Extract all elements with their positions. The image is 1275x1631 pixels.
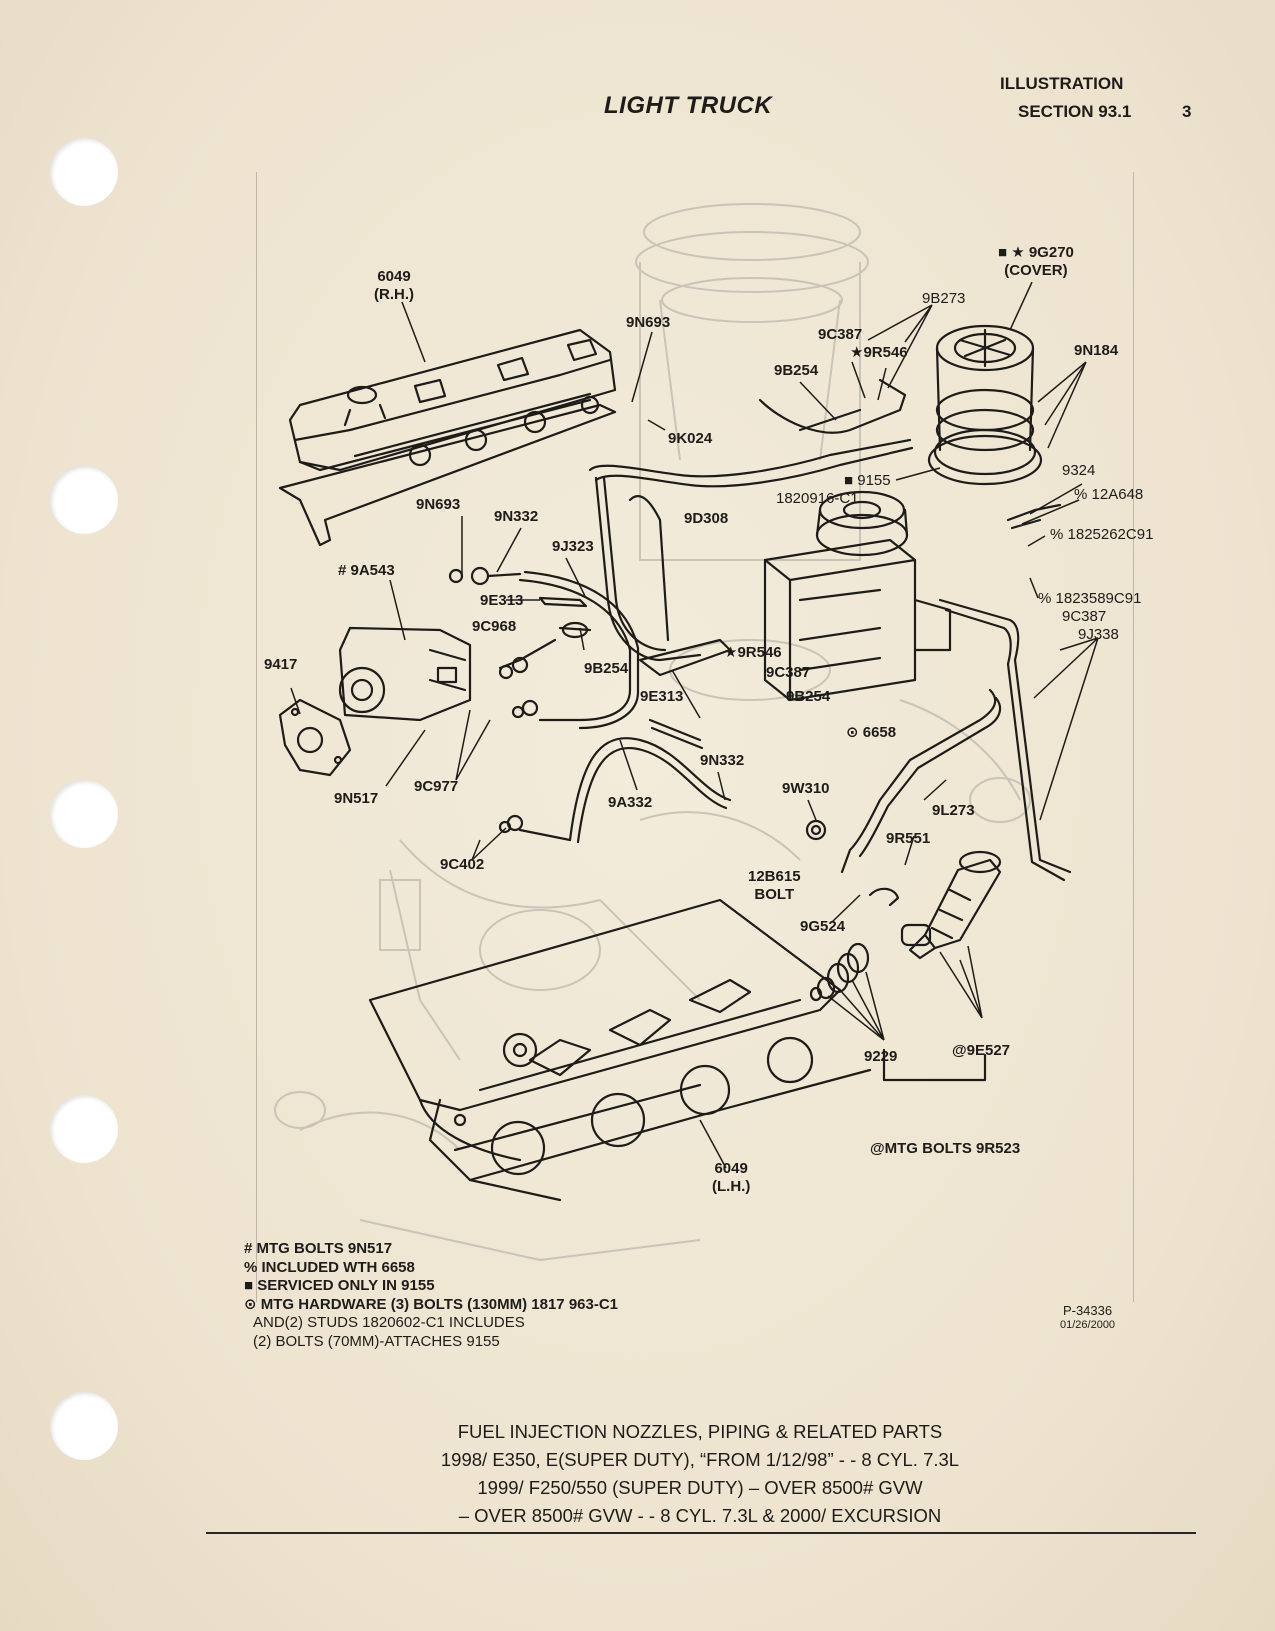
label-9E313-mid: 9E313 (640, 688, 684, 705)
label-1823589C91: % 1823589C91 (1038, 590, 1142, 607)
label-1825262C91: % 1825262C91 (1050, 526, 1154, 543)
label-9B254-mid2: 9B254 (786, 688, 831, 705)
label-9R546: ★9R546 (850, 344, 908, 361)
ghost-background-artwork (274, 203, 1031, 1262)
gasket-9417 (278, 698, 352, 777)
label-9L273: 9L273 (932, 802, 975, 819)
label-9E313: 9E313 (480, 592, 524, 609)
caption-line: – OVER 8500# GVW - - 8 CYL. 7.3L & 2000/… (458, 1505, 942, 1526)
bolt-12B615 (805, 819, 827, 841)
figure-date: 01/26/2000 (1060, 1319, 1116, 1331)
label-9N332-mid: 9N332 (700, 752, 745, 769)
page-number: 3 (1182, 102, 1192, 121)
label-12B615-bolt: 12B615 BOLT (748, 868, 801, 903)
label-9B254-mid: 9B254 (584, 660, 629, 677)
pump-9A543 (338, 626, 472, 722)
label-6049-rh: 6049 (R.H.) (374, 268, 414, 303)
label-9A332: 9A332 (608, 794, 653, 811)
header-illustration: ILLUSTRATION (1000, 74, 1124, 93)
note-line: ■ SERVICED ONLY IN 9155 (244, 1277, 435, 1294)
label-9C402: 9C402 (440, 856, 485, 873)
section-title: LIGHT TRUCK (604, 92, 773, 119)
binder-hole (50, 466, 118, 534)
label-1820916-C1: 1820916-C1 (776, 490, 859, 507)
binder-hole (50, 780, 118, 848)
label-mtg-bolts-9R523: @MTG BOLTS 9R523 (870, 1140, 1021, 1157)
label-9324: 9324 (1062, 462, 1096, 479)
label-9K024: 9K024 (668, 430, 713, 447)
note-line: ⊙ MTG HARDWARE (3) BOLTS (130MM) 1817 96… (244, 1295, 619, 1313)
label-9N517: 9N517 (334, 790, 379, 807)
cylinder-head-lh (368, 898, 872, 1202)
label-9E527: @9E527 (952, 1042, 1011, 1059)
valve-cover-rh (278, 328, 617, 547)
label-9C387-mid: 9C387 (766, 664, 811, 681)
filter-element-9N184 (927, 324, 1043, 486)
label-9N693-mid: 9N693 (416, 496, 461, 513)
caption-line: 1999/ F250/550 (SUPER DUTY) – OVER 8500#… (477, 1477, 923, 1498)
bottom-rule (206, 1532, 1196, 1534)
diagram-frame (256, 172, 1134, 1302)
label-9B254: 9B254 (774, 362, 819, 379)
figure-number: P-34336 (1062, 1303, 1113, 1318)
fuel-line-9J323 (518, 570, 640, 730)
fuel-line-9A332 (518, 737, 732, 844)
label-9C387: 9C387 (818, 326, 863, 343)
bracket-9229 (882, 1048, 987, 1082)
binder-hole (50, 1392, 118, 1460)
clamp-9G524 (868, 887, 900, 907)
injector-9E527 (900, 850, 1002, 960)
label-9J323: 9J323 (552, 538, 594, 555)
note-line: % INCLUDED WTH 6658 (244, 1258, 415, 1276)
caption-line: 1998/ E350, E(SUPER DUTY), “FROM 1/12/98… (440, 1449, 960, 1470)
label-9417: 9417 (264, 656, 298, 673)
label-9G524: 9G524 (800, 918, 846, 935)
label-9R551: 9R551 (886, 830, 931, 847)
fuel-line-9E313 (638, 638, 732, 750)
label-9N693: 9N693 (626, 314, 671, 331)
label-9229: 9229 (864, 1048, 898, 1065)
label-9C387-right: 9C387 (1062, 608, 1107, 625)
label-6658: ⊙ 6658 (846, 724, 897, 741)
label-9N332: 9N332 (494, 508, 539, 525)
label-9J338: 9J338 (1078, 626, 1119, 643)
label-12A648: % 12A648 (1074, 486, 1144, 503)
label-9G270-cover: ■ ★ 9G270 (COVER) (998, 244, 1074, 279)
note-line: # MTG BOLTS 9N517 (244, 1240, 393, 1257)
label-9D308: 9D308 (684, 510, 729, 527)
fuel-line-9J338 (938, 503, 1072, 882)
fittings-left (448, 566, 592, 834)
fuel-line-9B273 (758, 378, 907, 434)
caption-line: FUEL INJECTION NOZZLES, PIPING & RELATED… (457, 1421, 943, 1442)
note-line: (2) BOLTS (70MM)-ATTACHES 9155 (253, 1332, 500, 1350)
binder-hole (50, 138, 118, 206)
note-line: AND(2) STUDS 1820602-C1 INCLUDES (253, 1314, 525, 1331)
label-9C977: 9C977 (414, 778, 459, 795)
fuel-filter-housing-6658 (763, 490, 952, 702)
binder-hole (50, 1095, 118, 1163)
label-9R546-mid: ★9R546 (724, 644, 782, 661)
label-9B273: 9B273 (922, 290, 966, 307)
label-6049-lh: 6049 (L.H.) (712, 1160, 751, 1195)
figure-code: P-34336 01/26/2000 (1060, 1304, 1115, 1332)
fuel-line-9L273 (840, 688, 1002, 874)
label-9N184: 9N184 (1074, 342, 1119, 359)
legend-notes: # MTG BOLTS 9N517 % INCLUDED WTH 6658 ■ … (244, 1240, 618, 1351)
label-9C968: 9C968 (472, 618, 517, 635)
header-section: SECTION 93.1 (1018, 102, 1132, 121)
label-9W310: 9W310 (782, 780, 830, 797)
label-9A543: # 9A543 (338, 562, 395, 579)
label-9155: ■ 9155 (844, 472, 891, 489)
leader-lines (290, 281, 1099, 1169)
